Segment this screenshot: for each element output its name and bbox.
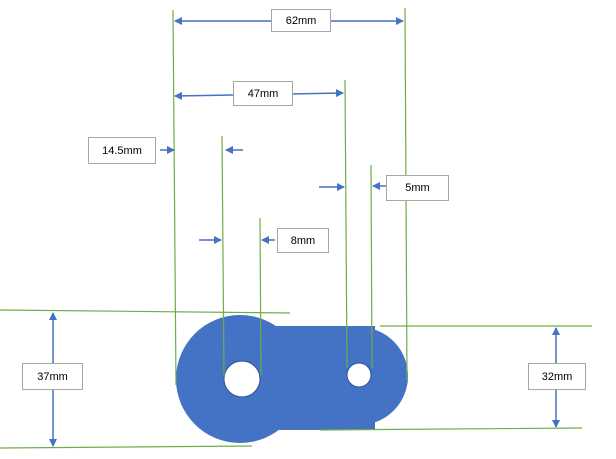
label-8mm: 8mm [277, 228, 329, 253]
link-part [176, 315, 408, 443]
ext-line-large-hole-left [221, 135, 225, 376]
label-47mm: 47mm [233, 81, 293, 106]
label-14-5mm: 14.5mm [88, 137, 156, 164]
label-62mm: 62mm [271, 9, 331, 32]
ext-line-left-edge [172, 9, 177, 386]
ext-line-large-top [0, 309, 291, 314]
label-37mm: 37mm [22, 363, 83, 390]
large-hole [223, 360, 261, 398]
ext-line-small-hole-left [344, 79, 348, 369]
label-32mm: 32mm [528, 363, 586, 390]
small-hole [346, 362, 372, 388]
label-5mm: 5mm [386, 175, 449, 201]
ext-line-small-bottom [319, 427, 583, 431]
ext-line-large-hole-right [259, 217, 262, 376]
ext-line-large-bottom [0, 445, 253, 449]
ext-line-small-hole-right [370, 164, 373, 369]
